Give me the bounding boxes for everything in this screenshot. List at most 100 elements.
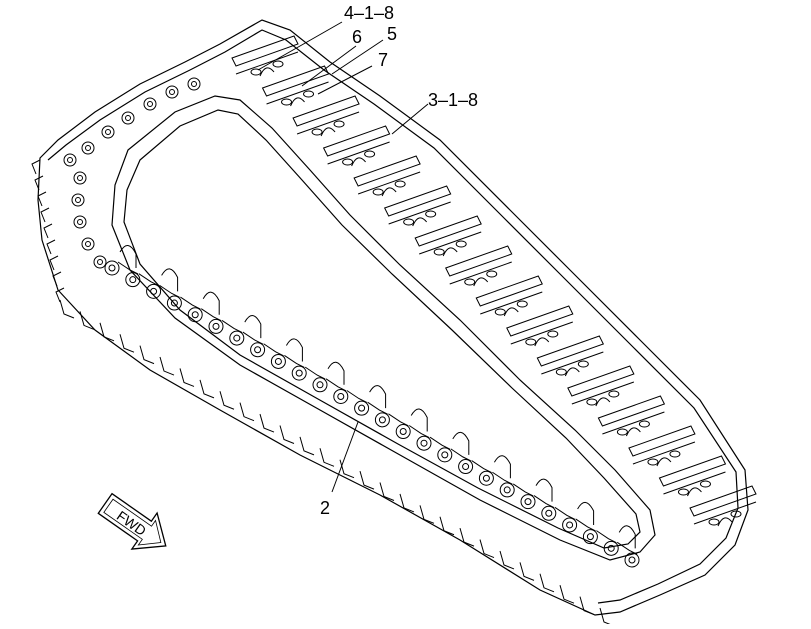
- curve-grouser: [52, 271, 62, 287]
- grouser-tooth: [139, 345, 155, 365]
- grouser-tooth: [519, 562, 535, 581]
- shoe-edge: [510, 321, 573, 345]
- track-links-lower: [104, 245, 640, 568]
- bolt-head: [577, 360, 589, 368]
- link-plate: [284, 355, 305, 368]
- grouser-tooth: [259, 413, 275, 433]
- link-pin: [395, 424, 411, 440]
- link-plate: [242, 331, 264, 345]
- link-pin-center: [462, 463, 470, 471]
- link-pin-center: [482, 474, 490, 482]
- link-plate: [450, 448, 472, 462]
- leader-318: [391, 103, 429, 135]
- link-rail: [535, 478, 553, 502]
- track-shoe: [414, 215, 482, 247]
- leader-lines: [257, 21, 429, 493]
- link-lug: [381, 187, 397, 197]
- grouser-tooth: [299, 436, 315, 456]
- bolt-head: [586, 398, 598, 406]
- grouser-tooth: [419, 505, 435, 524]
- bolt-head: [333, 120, 345, 128]
- track-outline: [37, 19, 749, 616]
- curve-link-center: [191, 81, 197, 87]
- link-pin-center: [378, 416, 386, 424]
- curve-grouser: [49, 255, 59, 271]
- link-pin: [520, 494, 536, 510]
- bolt-head: [547, 330, 559, 338]
- bolt-head: [455, 240, 467, 248]
- grouser-tooth: [319, 448, 335, 467]
- track-shoe: [628, 425, 696, 457]
- shoe-edge: [541, 351, 604, 375]
- link-pin: [354, 400, 370, 416]
- bolt-head: [372, 188, 384, 196]
- link-lug: [320, 127, 336, 137]
- grouser-tooth: [559, 585, 575, 604]
- leader-2: [331, 421, 359, 493]
- link-pin-center: [358, 404, 366, 412]
- bolt-head: [699, 480, 711, 488]
- link-pin: [437, 447, 453, 463]
- link-plate: [575, 518, 596, 532]
- grouser-tooth: [579, 596, 595, 616]
- link-rail: [452, 431, 470, 455]
- link-lug: [290, 97, 305, 107]
- callout-5: 5: [387, 24, 397, 44]
- link-plate: [408, 425, 430, 438]
- link-plate: [533, 495, 555, 509]
- link-pin-center: [274, 357, 282, 365]
- link-rail: [202, 291, 220, 315]
- link-pin-center: [337, 392, 345, 400]
- track-shoe: [322, 125, 391, 157]
- grouser-tooth: [539, 573, 555, 593]
- curve-link-center: [77, 175, 83, 181]
- curve-link-pin: [187, 77, 201, 91]
- link-lug: [687, 487, 702, 497]
- bolt-head: [464, 278, 476, 286]
- link-pin: [416, 435, 432, 451]
- shoe-edge: [296, 111, 360, 135]
- track-shoe: [353, 155, 421, 187]
- link-plate: [471, 460, 492, 474]
- shoe-edge: [693, 501, 757, 525]
- grouser-tooth: [279, 425, 295, 444]
- link-plate: [367, 401, 388, 415]
- link-pin: [333, 388, 349, 404]
- track-shoe: [292, 95, 360, 127]
- bolt-head: [311, 128, 323, 136]
- bolt-head: [342, 158, 354, 166]
- grouser-tooth: [199, 379, 215, 399]
- curve-link-center: [67, 157, 73, 163]
- link-rail: [369, 385, 387, 409]
- shoe-edge: [571, 381, 635, 405]
- curve-grouser: [31, 159, 41, 175]
- track-shoe: [231, 35, 299, 67]
- grouser-tooth: [239, 402, 255, 422]
- leader-6: [301, 45, 357, 87]
- curve-grouser: [55, 287, 65, 303]
- track-shoe: [383, 185, 452, 217]
- link-lug: [412, 217, 428, 227]
- track-shoe: [475, 275, 543, 307]
- link-rail: [618, 525, 636, 549]
- link-pin: [208, 318, 224, 334]
- curve-grouser: [37, 191, 47, 207]
- link-pin-center: [212, 322, 220, 330]
- shoe-edge: [602, 411, 665, 435]
- bolt-head: [494, 308, 506, 316]
- link-plate: [180, 296, 201, 310]
- curve-grouser: [46, 239, 56, 255]
- shoe-edge: [663, 471, 726, 495]
- curve-link-center: [125, 115, 131, 121]
- grouser-tooth: [599, 607, 615, 627]
- link-pin: [603, 540, 619, 556]
- bolt-head: [730, 510, 742, 518]
- bolt-head: [555, 368, 567, 376]
- link-pin: [624, 552, 640, 568]
- bolt-head: [394, 180, 406, 188]
- link-plate: [304, 366, 326, 380]
- curve-link-pin: [73, 215, 87, 229]
- link-rail: [161, 268, 179, 292]
- grouser-tooth: [79, 311, 95, 330]
